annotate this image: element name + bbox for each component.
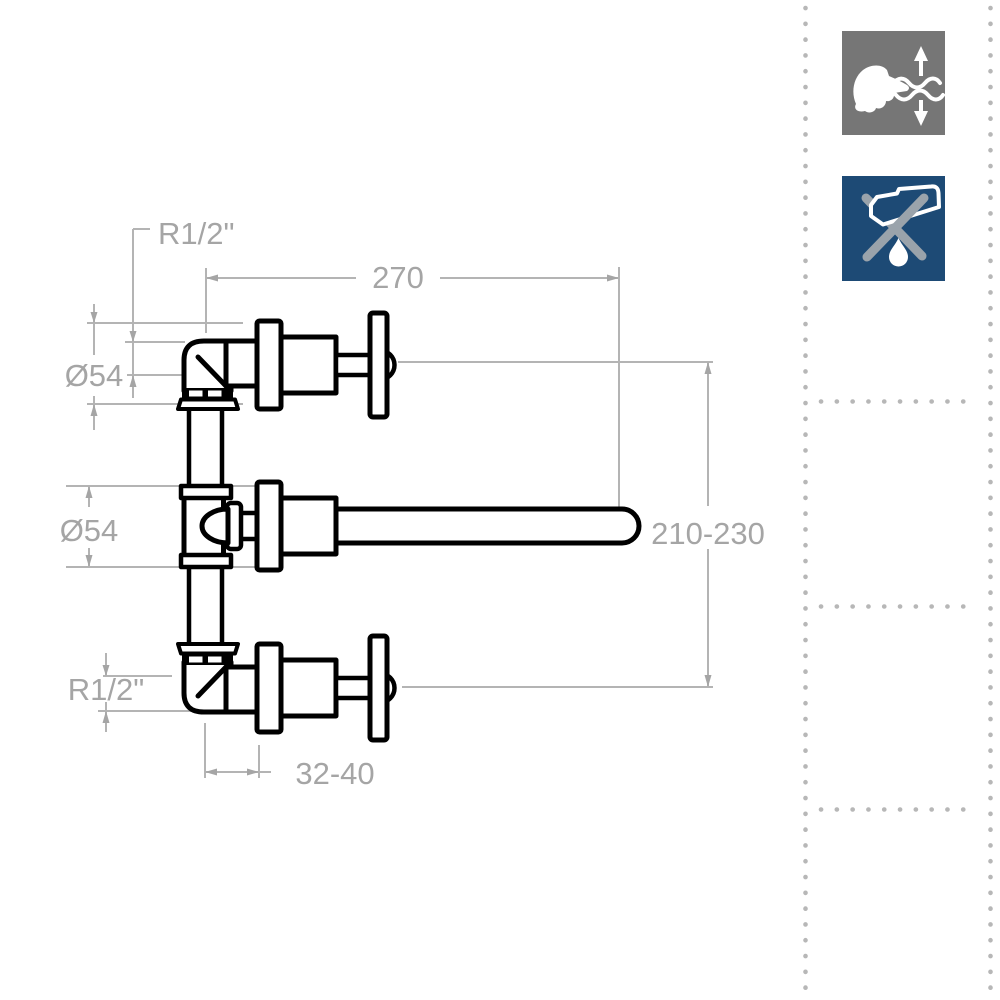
wall-flange-bottom [254, 641, 284, 735]
valve-body-top [278, 334, 339, 396]
spout-assembly [178, 479, 642, 573]
dimension-label-thread-bottom: R1/2" [68, 672, 145, 707]
hand-adjust-icon [842, 31, 945, 135]
wall-flange-top [254, 318, 284, 412]
spout-body [278, 495, 339, 557]
flow-wave-lower [878, 88, 945, 102]
coupling-skirt-bottom [176, 642, 240, 656]
elbow-miter-line-bottom [195, 664, 229, 699]
elbow-miter-line-top [195, 354, 229, 389]
dimension-label-thread-top: R1/2" [158, 216, 235, 251]
top-valve [176, 310, 397, 420]
dimension-label-wall-distance: 32-40 [295, 756, 374, 791]
drop-glyph [889, 238, 908, 267]
elbow-outlet-bottom [223, 664, 261, 715]
dimension-label-valve-spacing: 210-230 [651, 516, 765, 551]
tee-coupling-lower [178, 552, 234, 570]
coupling-skirt-top [176, 397, 240, 411]
no-drip-icon [842, 176, 945, 281]
handle-stem-top [333, 352, 375, 378]
bottom-valve [176, 633, 397, 743]
tee-dome [199, 506, 231, 546]
elbow-outlet-top [223, 338, 261, 389]
dimension-label-diameter-top: Ø54 [65, 358, 124, 393]
spout-tube [333, 506, 642, 546]
cross-handle-top [367, 310, 390, 420]
hand-glyph [853, 65, 909, 113]
faucet-drawing [176, 310, 642, 743]
wall-flange-middle [254, 479, 284, 573]
coupling-nut-top [182, 388, 233, 399]
dimension-label-diameter-middle: Ø54 [60, 513, 119, 548]
feature-icon-tiles [842, 31, 945, 281]
cross-handle-bottom [367, 633, 390, 743]
riser-pipe-lower [186, 561, 225, 651]
flow-wave-upper [891, 76, 942, 90]
riser-pipe-upper [186, 403, 225, 493]
arrow-up [914, 46, 928, 61]
arrow-down [914, 111, 928, 126]
valve-body-bottom [278, 657, 339, 719]
dimension-label-spout-reach: 270 [372, 260, 424, 295]
tee-coupling-upper [178, 483, 234, 501]
coupling-nut-bottom [182, 654, 233, 665]
handle-stem-bottom [333, 675, 375, 701]
cross-bar-2 [862, 193, 929, 262]
dimension-annotations: R1/2" 270 Ø54 Ø54 210-230 R1/2" 32-40 [60, 216, 765, 791]
side-panel-borders [803, 5, 993, 1000]
